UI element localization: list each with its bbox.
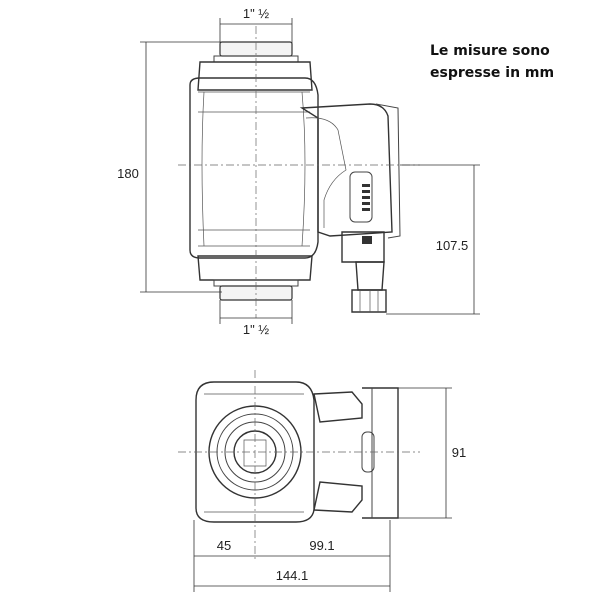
- pump-body: [189, 77, 319, 259]
- dim-top-connection: 1" ½: [243, 6, 269, 21]
- units-note-line-1: Le misure sono: [430, 43, 550, 59]
- body-ribs: [198, 91, 310, 247]
- top-view: [178, 370, 452, 592]
- indicator-leds: [362, 184, 370, 211]
- plan-control-box: [362, 387, 399, 519]
- motor-contour: [305, 117, 347, 228]
- dim-offset-right: 99.1: [309, 538, 334, 553]
- dim-offset-left: 45: [217, 538, 231, 553]
- lower-collar: [197, 255, 313, 281]
- dim-depth: 91: [452, 445, 466, 460]
- dim-bottom-connection: 1" ½: [243, 322, 269, 337]
- units-note: Le misure sono espresse in mm: [430, 40, 590, 84]
- plan-ribs: [204, 393, 304, 513]
- control-panel: [349, 171, 373, 223]
- front-view: [140, 18, 480, 324]
- impeller-shaft: [243, 439, 267, 467]
- body-contour: [201, 91, 306, 247]
- gland-nut-flats: [359, 290, 379, 312]
- gland-nut: [351, 289, 387, 313]
- dim-width-total: 144.1: [276, 568, 309, 583]
- plan-motor-top: [313, 391, 363, 423]
- cable-gland: [355, 261, 385, 291]
- motor-side: [375, 103, 401, 239]
- connector-plug: [362, 236, 372, 244]
- dim-height-total: 180: [117, 166, 139, 181]
- units-note-line-2: espresse in mm: [430, 65, 555, 81]
- upper-collar: [197, 61, 313, 91]
- plan-motor-bottom: [313, 481, 363, 513]
- motor-housing: [299, 103, 393, 237]
- dim-height-inlet: 107.5: [436, 238, 469, 253]
